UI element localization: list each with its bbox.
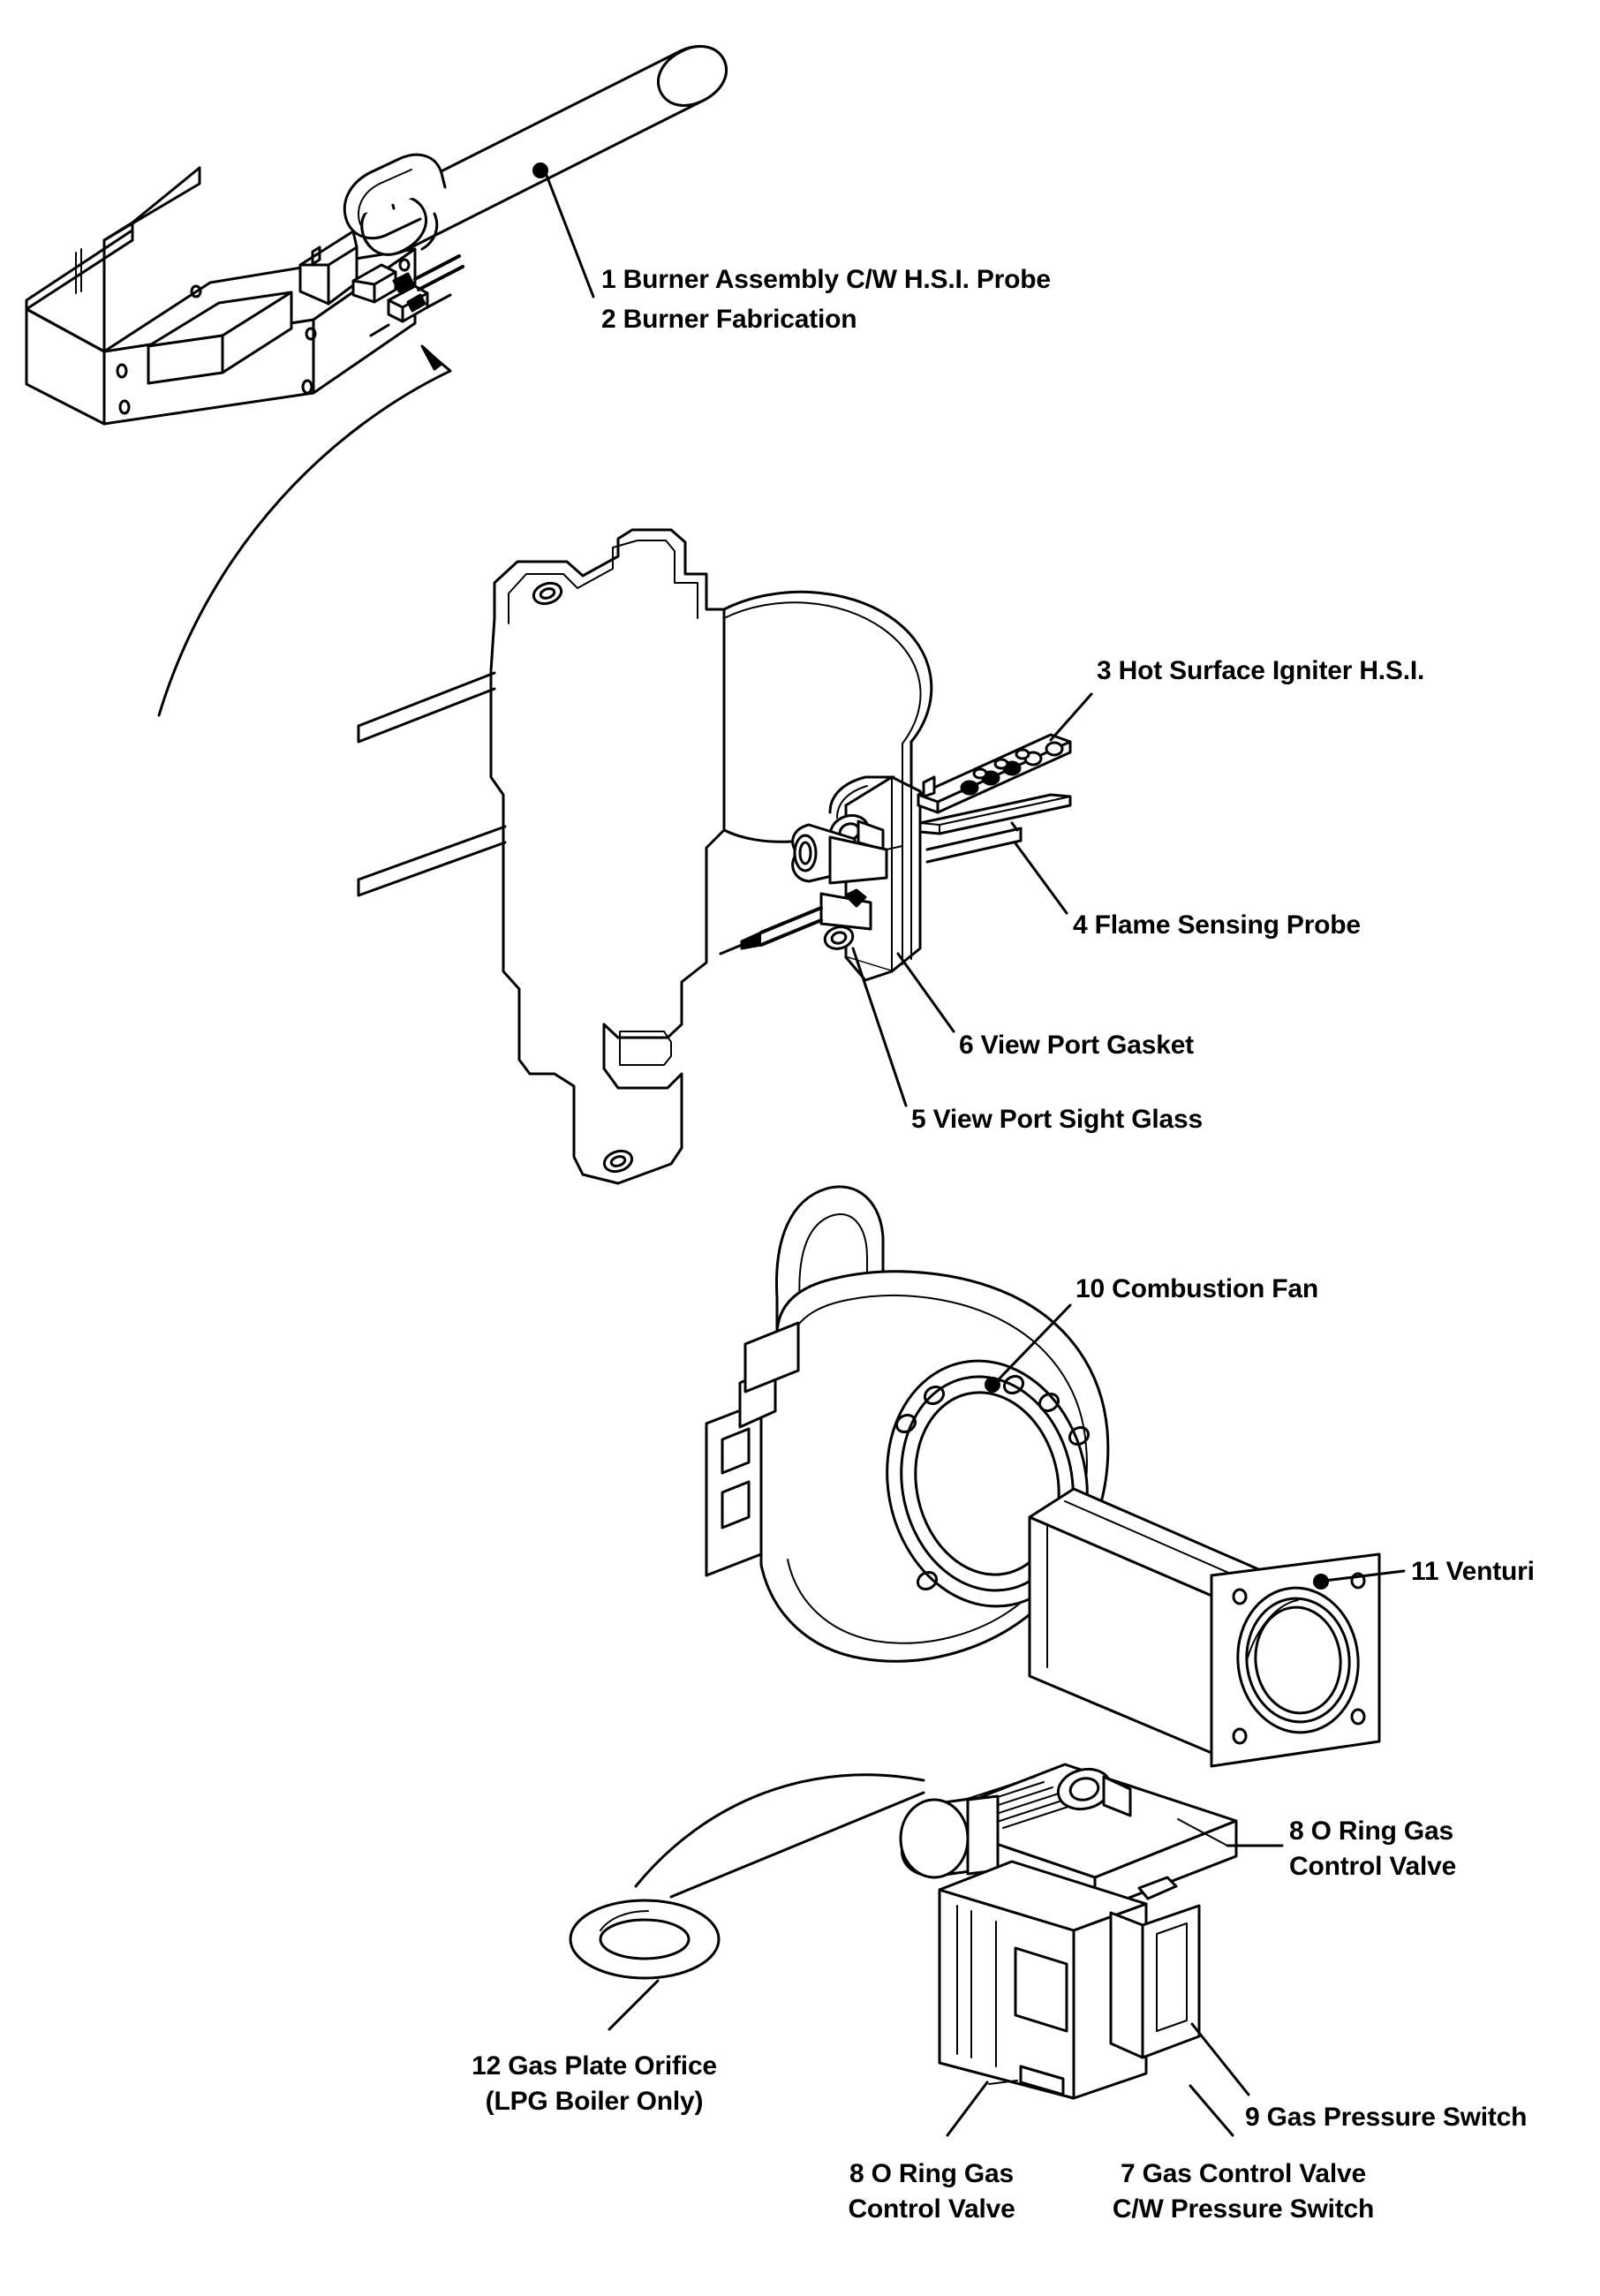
burner-assembly-top: [25, 45, 728, 426]
gas-plate-orifice: [569, 1899, 721, 1980]
exploded-arrow-lower: [159, 369, 438, 717]
leader-line-10: [994, 1303, 1072, 1384]
callout-label-5: 5 View Port Sight Glass: [911, 1102, 1203, 1137]
leader-dot-1: [532, 162, 548, 178]
callout-label-line: (LPG Boiler Only): [485, 2087, 704, 2116]
leader-line-3: [1049, 692, 1093, 742]
callout-label-10: 10 Combustion Fan: [1075, 1272, 1318, 1307]
callout-label-line: 6 View Port Gasket: [959, 1031, 1194, 1060]
callout-label-line: 11 Venturi: [1411, 1557, 1535, 1586]
gas-control-valve: [899, 1763, 1238, 2100]
leader-line-9: [1190, 2022, 1250, 2096]
callout-label-9: 9 Gas Pressure Switch: [1245, 2100, 1527, 2135]
callout-label-line: 10 Combustion Fan: [1075, 1274, 1318, 1303]
callout-label-3: 3 Hot Surface Igniter H.S.I.: [1097, 653, 1424, 689]
leader-line-12: [608, 1979, 660, 2031]
exploded-reference-arrow: [157, 344, 452, 717]
callout-label-line: 4 Flame Sensing Probe: [1073, 910, 1361, 940]
leader-line-1: [544, 171, 595, 298]
callout-label-line: 3 Hot Surface Igniter H.S.I.: [1097, 656, 1425, 685]
leader-dot-10: [985, 1377, 1000, 1393]
leader-dot-11: [1313, 1574, 1329, 1590]
boiler-front-assembly: [357, 528, 1072, 1185]
callout-label-line: Control Valve: [1289, 1852, 1457, 1881]
leader-line-7: [1189, 2084, 1234, 2137]
callout-label-line: C/W Pressure Switch: [1112, 2194, 1375, 2224]
leader-line-5: [851, 947, 908, 1107]
leader-line-11: [1323, 1569, 1406, 1582]
callout-label-4: 4 Flame Sensing Probe: [1073, 908, 1361, 943]
callout-label-line: 12 Gas Plate Orifice: [472, 2051, 717, 2081]
callout-label-line: 8 O Ring Gas: [1289, 1816, 1453, 1846]
leader-line-4: [1014, 842, 1068, 915]
callout-label-12: 12 Gas Plate Orifice (LPG Boiler Only): [472, 2049, 717, 2119]
callout-label-line: 8 O Ring Gas: [849, 2159, 1014, 2188]
callout-label-1: 1 Burner Assembly C/W H.S.I. Probe: [601, 262, 1051, 298]
callout-label-11: 11 Venturi: [1411, 1554, 1535, 1590]
callout-label-line: 2 Burner Fabrication: [601, 305, 857, 334]
callout-label-line: Control Valve: [848, 2194, 1015, 2224]
leader-line-6: [896, 952, 955, 1033]
callout-label-line: 5 View Port Sight Glass: [911, 1105, 1203, 1134]
hot-surface-igniter: [917, 733, 1072, 814]
flame-sensing-probe: [918, 793, 1072, 864]
callout-label-line: 9 Gas Pressure Switch: [1245, 2103, 1528, 2132]
callout-label-2: 2 Burner Fabrication: [601, 302, 857, 337]
callout-label-6: 6 View Port Gasket: [959, 1028, 1194, 1063]
combustion-fan-assembly: [569, 1185, 1381, 2100]
leader-line-8: [946, 2081, 989, 2137]
callout-label-line: 1 Burner Assembly C/W H.S.I. Probe: [601, 265, 1051, 294]
view-port-bracket: [719, 775, 922, 982]
callout-label-line: 7 Gas Control Valve: [1121, 2159, 1366, 2188]
